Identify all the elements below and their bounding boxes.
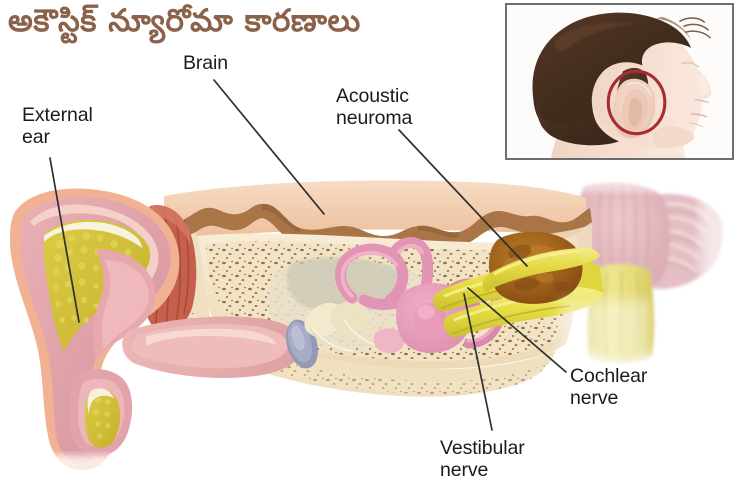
edge-fades xyxy=(0,300,741,494)
page-title: అకౌస్టిక్ న్యూరోమా కారణాలు xyxy=(8,3,361,39)
ossicles xyxy=(304,301,405,355)
label-vestibular-nerve: Vestibular nerve xyxy=(440,437,525,481)
label-brain: Brain xyxy=(183,52,229,74)
label-external-ear: External ear xyxy=(22,104,93,148)
external-ear-pinna xyxy=(10,188,180,471)
head-profile-inset xyxy=(505,3,734,160)
leader-cochlear-nerve xyxy=(467,287,567,373)
ear-canal xyxy=(122,316,303,378)
semicircular-canals-highlight xyxy=(340,244,424,298)
label-acoustic-neuroma: Acoustic neuroma xyxy=(336,85,413,129)
leader-vestibular-nerve xyxy=(463,293,493,431)
leader-lines xyxy=(49,79,567,431)
acoustic-neuroma-tumor xyxy=(482,231,600,304)
ear-highlight-circle xyxy=(606,69,667,136)
leader-external-ear xyxy=(49,157,80,323)
leader-brain xyxy=(213,79,325,215)
leader-acoustic-neuroma xyxy=(398,129,528,267)
ear-shape xyxy=(613,78,656,139)
label-cochlear-nerve: Cochlear nerve xyxy=(570,365,648,409)
head-profile-drawing xyxy=(507,5,732,158)
